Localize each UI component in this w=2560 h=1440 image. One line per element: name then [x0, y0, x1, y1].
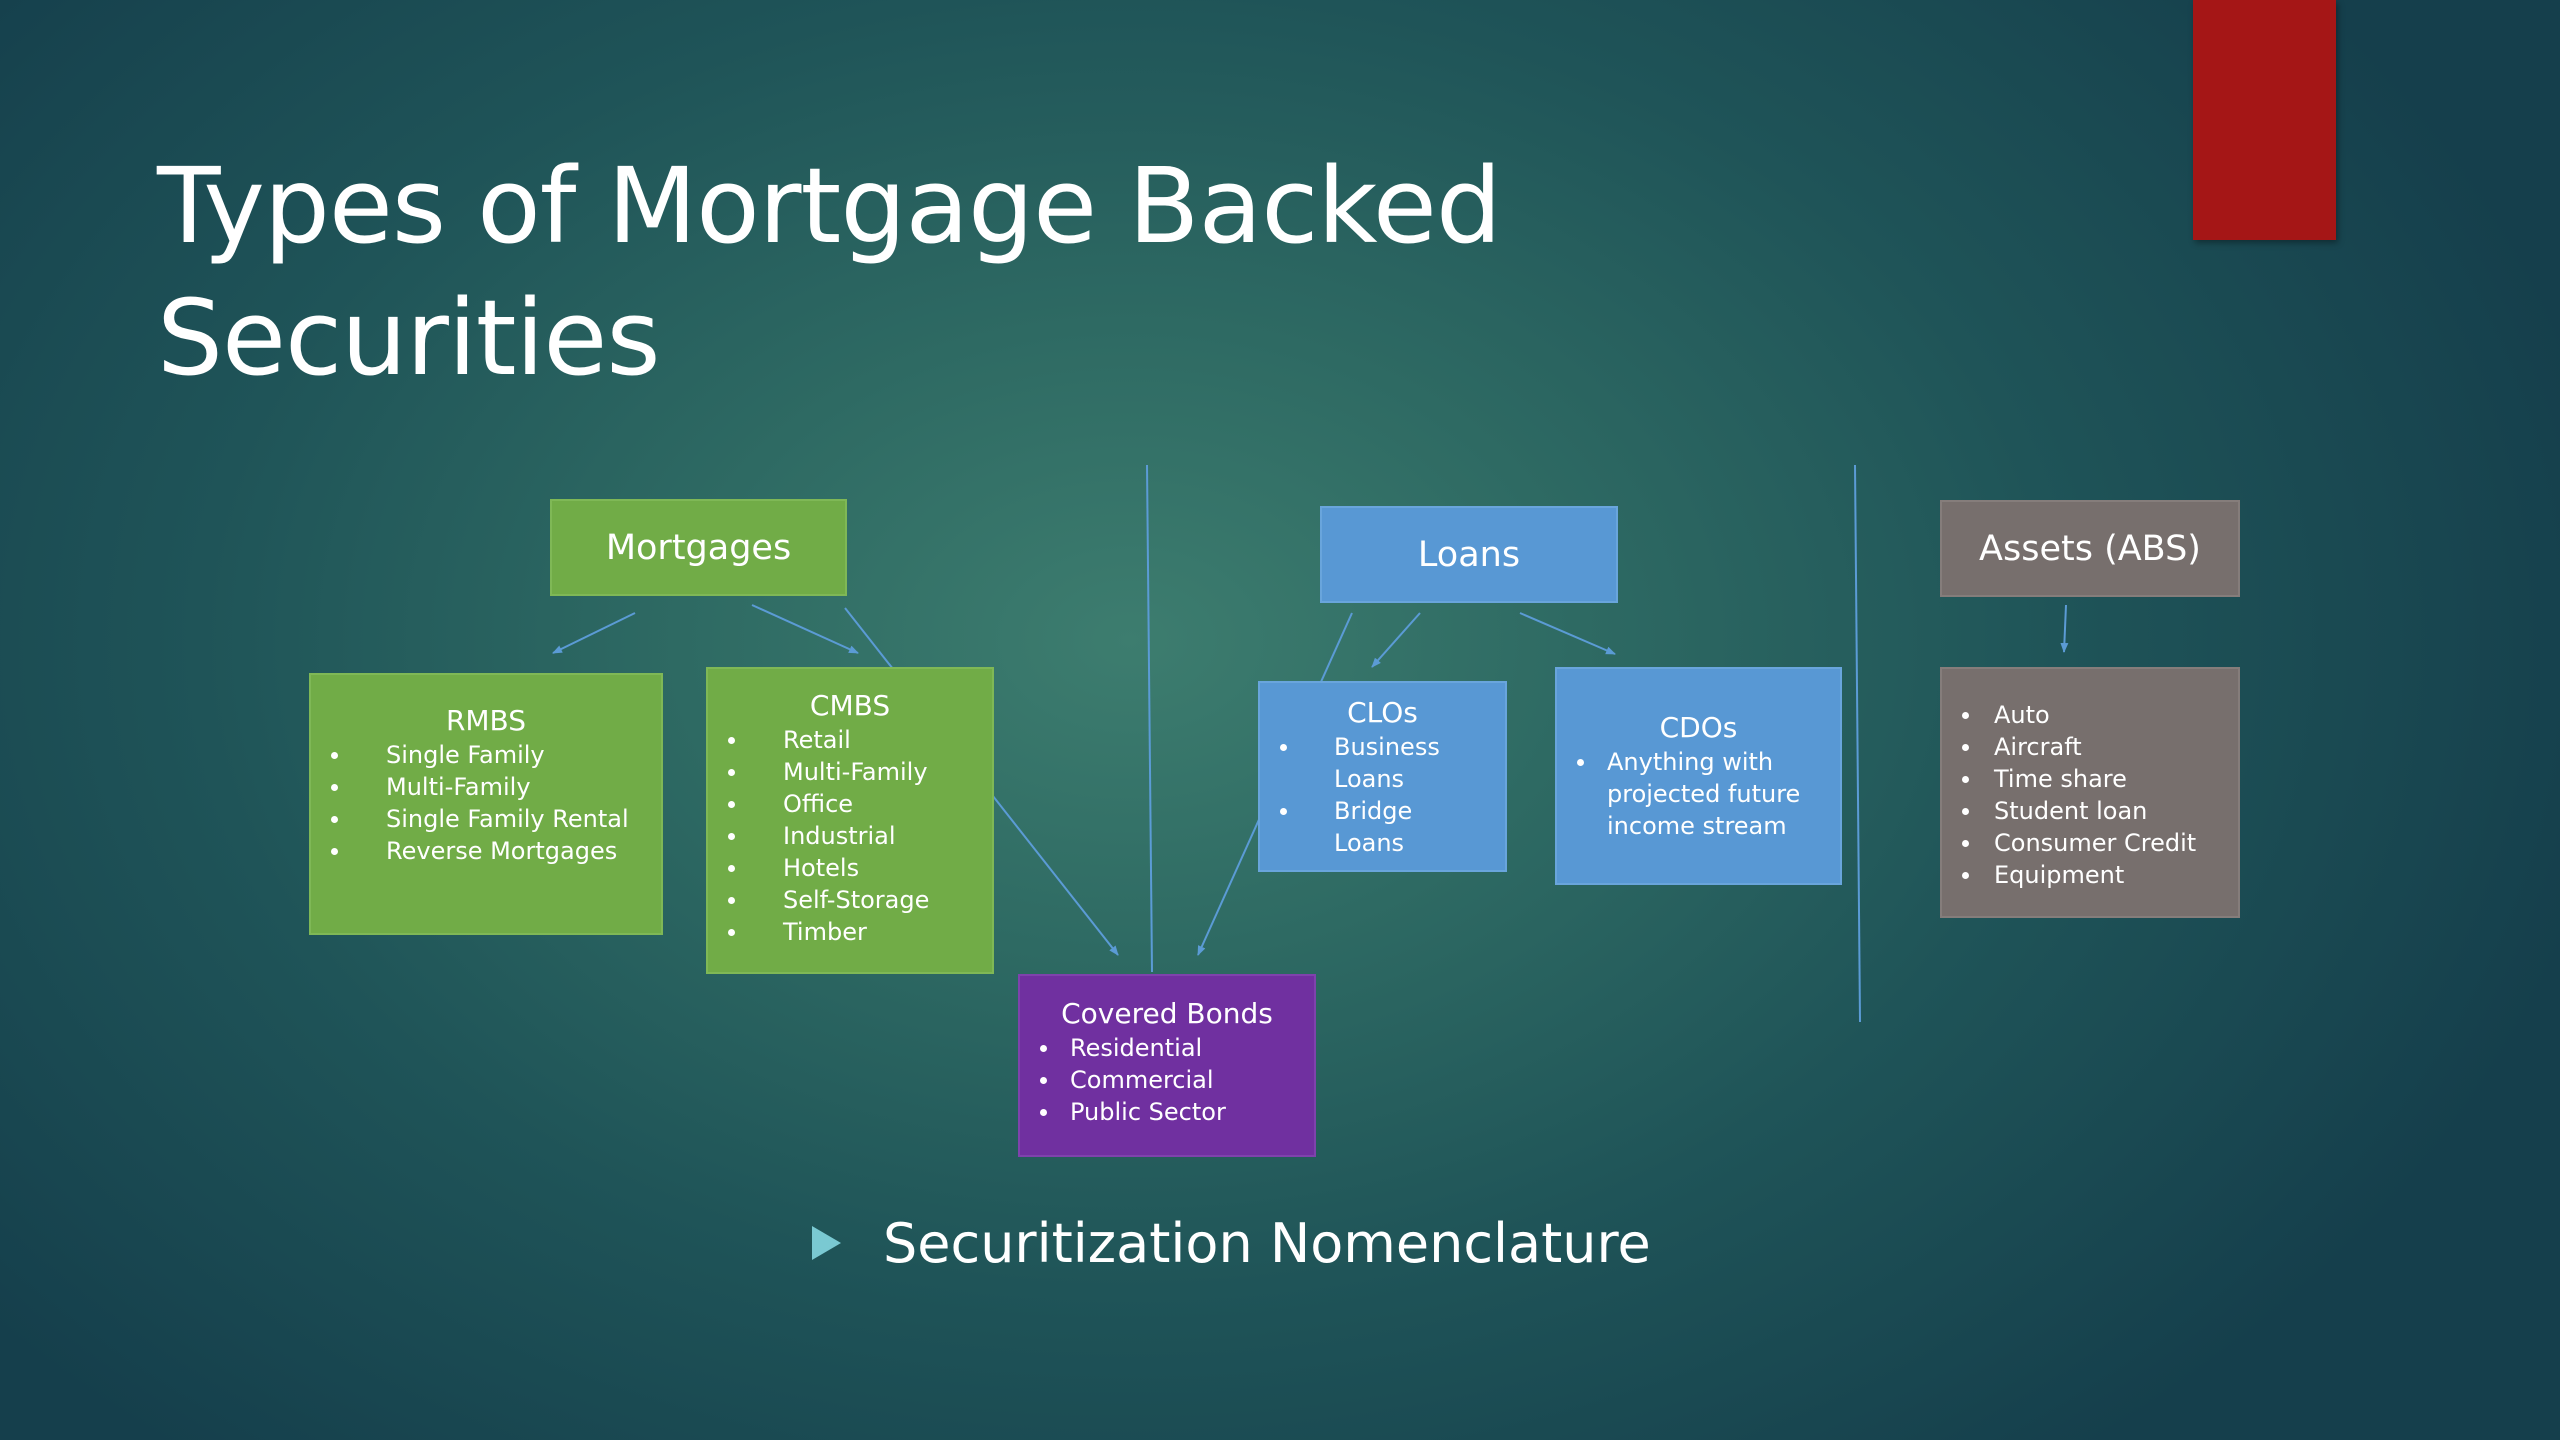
list-item: Multi-Family	[708, 756, 992, 788]
list-item: Residential	[1020, 1032, 1314, 1064]
list-item: Business Loans	[1260, 731, 1440, 795]
list-item: Bridge Loans	[1260, 795, 1434, 859]
arrow-mortgages-cmbs	[751, 604, 859, 654]
divider-right	[1854, 464, 1861, 1023]
list-item: Office	[708, 788, 992, 820]
arrow-assets-list	[2060, 604, 2069, 653]
list-item: Hotels	[708, 852, 992, 884]
mortgages-box: Mortgages	[550, 499, 847, 596]
list-item: Anything with projected future income st…	[1557, 746, 1807, 842]
triangle-bullet-icon	[812, 1226, 841, 1260]
arrow-loans-clos	[1371, 612, 1421, 668]
list-item: Timber	[708, 916, 992, 948]
list-item: Auto	[1942, 699, 2238, 731]
rmbs-box: RMBS Single Family Multi-Family Single F…	[309, 673, 663, 935]
list-item: Consumer Credit	[1942, 827, 2238, 859]
list-item: Equipment	[1942, 859, 2238, 891]
list-item: Self-Storage	[708, 884, 992, 916]
slide-title-line1: Types of Mortgage Backed	[157, 145, 1502, 267]
list-item: Commercial	[1020, 1064, 1314, 1096]
list-item: Public Sector	[1020, 1096, 1314, 1128]
clos-list: Business Loans Bridge Loans	[1260, 731, 1460, 859]
cmbs-title: CMBS	[809, 689, 891, 722]
slide-bullet: Securitization Nomenclature	[812, 1210, 1651, 1276]
cmbs-list: Retail Multi-Family Office Industrial Ho…	[708, 724, 992, 948]
rmbs-title: RMBS	[445, 704, 527, 737]
loans-box: Loans	[1320, 506, 1618, 603]
clos-box: CLOs Business Loans Bridge Loans	[1258, 681, 1507, 872]
list-item: Industrial	[708, 820, 992, 852]
assets-list: Auto Aircraft Time share Student loan Co…	[1942, 699, 2238, 891]
covered-bonds-list: Residential Commercial Public Sector	[1020, 1032, 1314, 1128]
covered-bonds-box: Covered Bonds Residential Commercial Pub…	[1018, 974, 1316, 1157]
covered-bonds-title: Covered Bonds	[1061, 997, 1273, 1030]
arrow-mortgages-rmbs	[552, 612, 636, 654]
cdos-box: CDOs Anything with projected future inco…	[1555, 667, 1842, 885]
clos-title: CLOs	[1347, 696, 1418, 729]
arrow-loans-cdos	[1519, 612, 1616, 655]
divider-left	[1146, 464, 1153, 973]
rmbs-list: Single Family Multi-Family Single Family…	[311, 739, 661, 867]
assets-list-box: Auto Aircraft Time share Student loan Co…	[1940, 667, 2240, 918]
list-item: Reverse Mortgages	[311, 835, 661, 867]
slide-title: Types of Mortgage Backed Securities	[157, 140, 1757, 404]
cdos-list: Anything with projected future income st…	[1557, 746, 1840, 842]
list-item: Multi-Family	[311, 771, 661, 803]
list-item: Single Family	[311, 739, 661, 771]
list-item: Single Family Rental	[311, 803, 661, 835]
mortgages-label: Mortgages	[605, 527, 792, 568]
loans-label: Loans	[1417, 534, 1521, 575]
bullet-text: Securitization Nomenclature	[883, 1211, 1651, 1275]
list-item: Student loan	[1942, 795, 2238, 827]
cmbs-box: CMBS Retail Multi-Family Office Industri…	[706, 667, 994, 974]
accent-bar	[2193, 0, 2336, 240]
slide-title-line2: Securities	[157, 277, 661, 399]
list-item: Time share	[1942, 763, 2238, 795]
list-item: Retail	[708, 724, 992, 756]
assets-box: Assets (ABS)	[1940, 500, 2240, 597]
list-item: Aircraft	[1942, 731, 2238, 763]
cdos-title: CDOs	[1659, 711, 1738, 744]
assets-label: Assets (ABS)	[1979, 528, 2201, 569]
